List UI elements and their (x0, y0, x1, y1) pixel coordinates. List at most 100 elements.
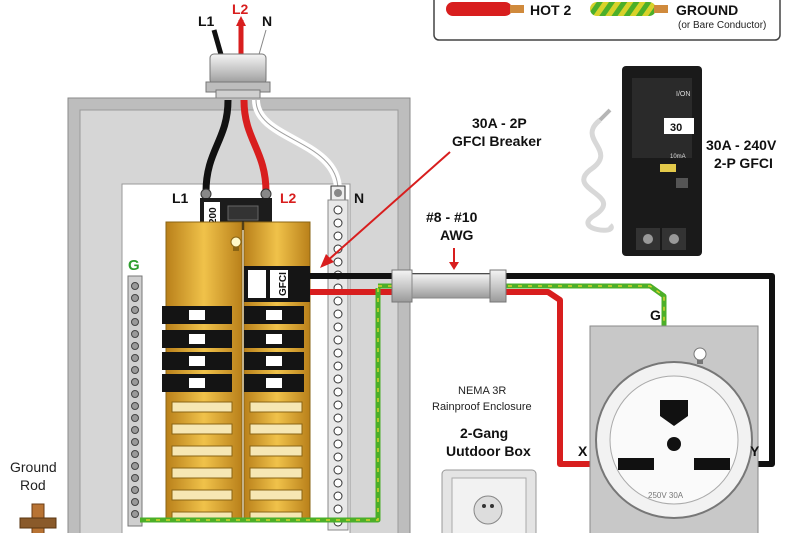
neutral-screw (333, 205, 343, 215)
breaker-handle (189, 334, 205, 344)
ground-screw (131, 414, 139, 422)
gfci-text: GFCI (278, 272, 289, 296)
product-face-small: 10mA (670, 154, 686, 160)
neutral-screw (333, 387, 343, 397)
ground-bar (127, 275, 143, 527)
neutral-screw (333, 413, 343, 423)
neutral-screw (333, 478, 343, 488)
branch-breakers (162, 306, 304, 523)
service-l2-label: L2 (232, 1, 249, 17)
bus-stab (171, 445, 233, 457)
ground-screw (131, 342, 139, 350)
neutral-screw (333, 465, 343, 475)
receptacle-y-label: Y (750, 443, 760, 459)
ground-screw (131, 474, 139, 482)
neutral-screw (333, 218, 343, 228)
ground-screw (131, 318, 139, 326)
neutral-screw (333, 348, 343, 358)
service-n-label: N (262, 13, 272, 29)
neutral-screw (333, 452, 343, 462)
product-line2: 2-P GFCI (714, 155, 773, 171)
gfci-product-image: I/ON 30 10mA (581, 66, 702, 256)
neutral-screw (333, 426, 343, 436)
neutral-screw (333, 374, 343, 384)
ground-rod-icon (19, 503, 57, 533)
breaker-handle (266, 356, 282, 366)
breaker-handle (266, 378, 282, 388)
ground-screw (131, 486, 139, 494)
panel-l2-label: L2 (280, 190, 297, 206)
bus-stab (171, 467, 233, 479)
ground-screw (131, 426, 139, 434)
gfci-breaker: GFCI 30 (244, 266, 310, 302)
neutral-screw (333, 257, 343, 267)
bus-stab (171, 489, 233, 501)
product-face-label: I/ON (676, 91, 690, 98)
ground-screw (131, 354, 139, 362)
nema-receptacle: 250V 30A (589, 325, 759, 533)
neutral-screw (333, 231, 343, 241)
breaker-handle (266, 310, 282, 320)
bus-stab (249, 423, 303, 435)
neutral-screw (333, 309, 343, 319)
ground-rod-line1: Ground (10, 459, 57, 475)
ground-screw (131, 450, 139, 458)
enclosure-line1: NEMA 3R (458, 385, 506, 397)
bus-stab (249, 401, 303, 413)
breaker-handle (189, 356, 205, 366)
product-face-rating: 30 (670, 122, 682, 134)
receptacle-x-label: X (578, 443, 588, 459)
enclosure-line2: Rainproof Enclosure (432, 401, 532, 413)
bus-stab (249, 445, 303, 457)
ground-screw (131, 462, 139, 470)
neutral-screw (333, 504, 343, 514)
ground-screw (131, 306, 139, 314)
callout-awg-line2: AWG (440, 227, 474, 243)
main-breaker-rating: 200 (208, 207, 219, 224)
receptacle-g-label: G (650, 307, 661, 323)
ground-screw (131, 282, 139, 290)
conduit (391, 269, 507, 303)
ground-screw (131, 330, 139, 338)
neutral-screw (333, 335, 343, 345)
callout-breaker-line2: GFCI Breaker (452, 133, 542, 149)
ground-screw (131, 498, 139, 506)
bulb-icon (230, 236, 242, 251)
bus-stab (171, 401, 233, 413)
neutral-screw (333, 322, 343, 332)
product-line1: 30A - 240V (706, 137, 777, 153)
legend-hot2-label: HOT 2 (530, 2, 571, 18)
ground-screw (131, 438, 139, 446)
neutral-screw (333, 439, 343, 449)
callout-awg-line1: #8 - #10 (426, 209, 478, 225)
breaker-handle (189, 378, 205, 388)
neutral-screw (333, 361, 343, 371)
ground-screw (131, 402, 139, 410)
outdoor-box-image (441, 469, 537, 533)
service-l1-label: L1 (198, 13, 215, 29)
ground-screw (131, 366, 139, 374)
hot2-wire-icon (446, 2, 524, 16)
legend: HOT 2 GROUND (or Bare Conductor) (433, 0, 781, 41)
ground-screw (131, 390, 139, 398)
breaker-handle (189, 310, 205, 320)
receptacle-rating: 250V 30A (648, 491, 684, 500)
panel-l1-label: L1 (172, 190, 189, 206)
neutral-screw (333, 296, 343, 306)
enclosure-line4: Uutdoor Box (446, 443, 531, 459)
neutral-screw (333, 400, 343, 410)
ground-rod-line2: Rod (20, 477, 46, 493)
legend-ground-sub: (or Bare Conductor) (678, 20, 766, 31)
ground-screw (131, 510, 139, 518)
bus-stab (249, 467, 303, 479)
neutral-bar (327, 199, 349, 531)
bus-stab (171, 423, 233, 435)
ground-screw (131, 378, 139, 386)
neutral-screw (333, 491, 343, 501)
breaker-handle (266, 334, 282, 344)
bulb-icon (693, 347, 707, 364)
panel-g-label: G (128, 257, 140, 274)
callout-breaker-line1: 30A - 2P (472, 115, 527, 131)
bus-stab (249, 489, 303, 501)
